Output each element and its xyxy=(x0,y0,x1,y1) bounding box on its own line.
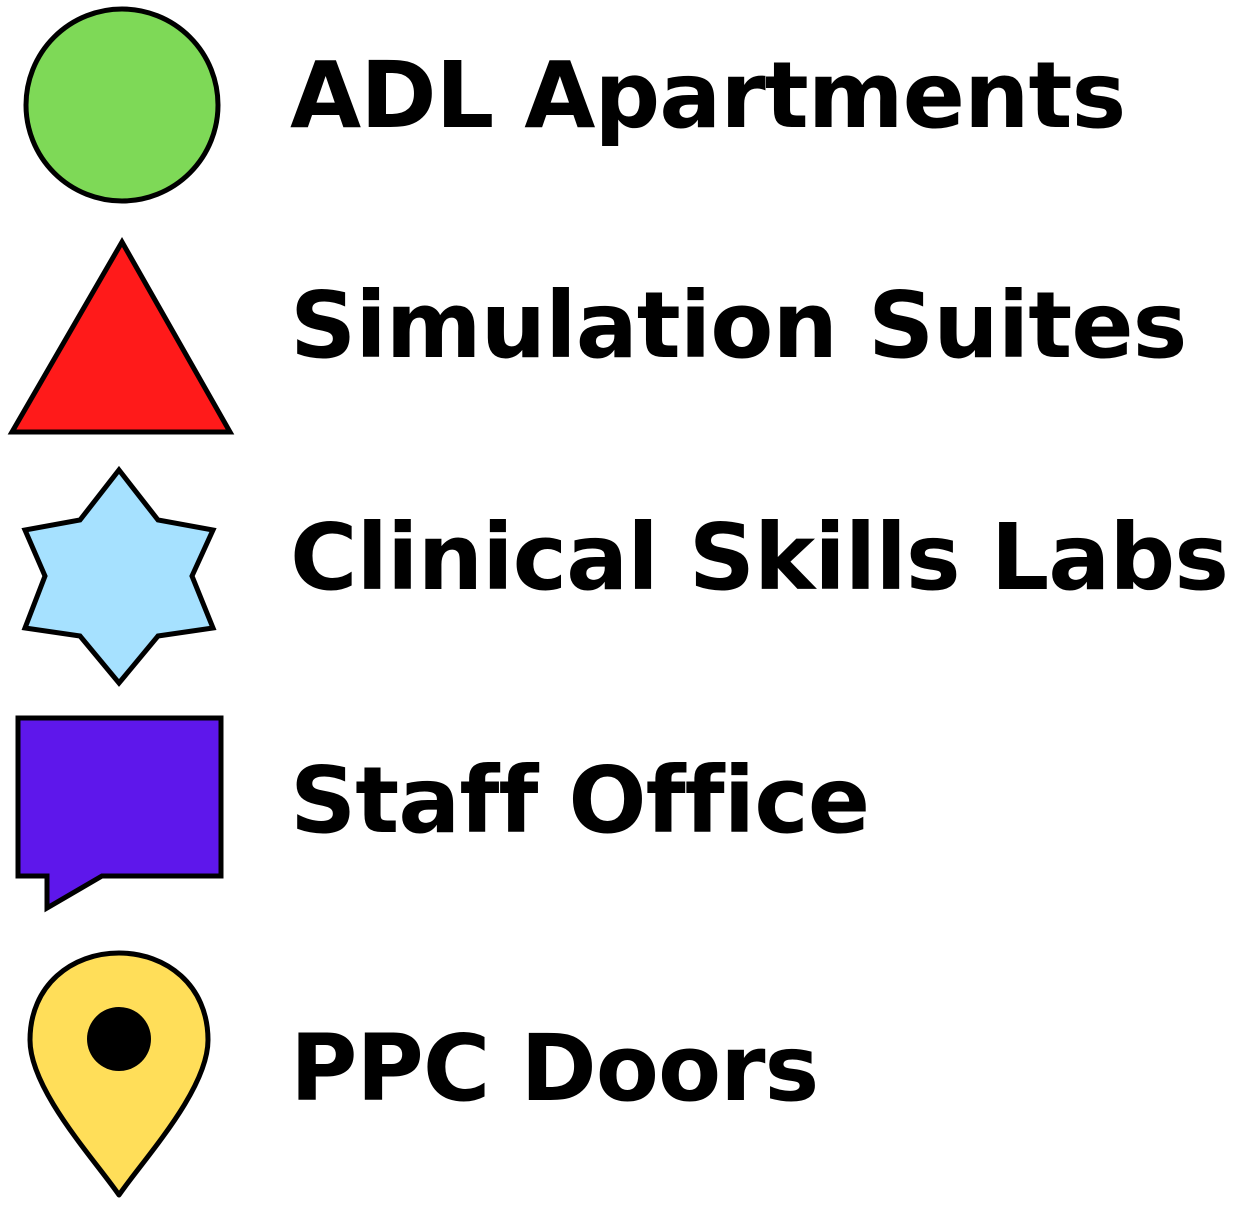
legend-label-staff-office: Staff Office xyxy=(290,747,870,854)
legend-label-clinical-skills-labs: Clinical Skills Labs xyxy=(290,504,1229,611)
map-pin-icon xyxy=(27,950,211,1198)
legend-item-staff-office: Staff Office xyxy=(0,710,1251,920)
triangle-shape xyxy=(7,236,235,435)
legend-label-simulation-suites: Simulation Suites xyxy=(290,272,1187,379)
legend-item-ppc-doors: PPC Doors xyxy=(0,945,1251,1205)
circle-icon xyxy=(23,6,221,204)
legend-label-adl-apartments: ADL Apartments xyxy=(290,42,1126,149)
map-pin-dot xyxy=(87,1007,151,1071)
legend-item-clinical-skills-labs: Clinical Skills Labs xyxy=(0,460,1251,690)
triangle-icon xyxy=(7,236,235,435)
star-icon xyxy=(21,465,217,687)
speech-bubble-shape xyxy=(15,715,224,913)
legend-item-simulation-suites: Simulation Suites xyxy=(0,230,1251,440)
map-pin-shape xyxy=(27,950,211,1198)
star-shape xyxy=(21,465,217,687)
speech-bubble-icon xyxy=(15,715,224,913)
legend-label-ppc-doors: PPC Doors xyxy=(290,1015,819,1122)
circle-shape xyxy=(23,6,221,204)
legend-item-adl-apartments: ADL Apartments xyxy=(0,0,1251,210)
